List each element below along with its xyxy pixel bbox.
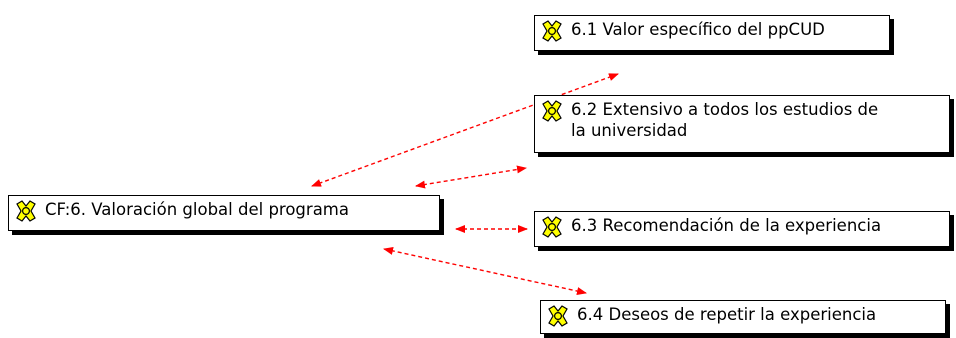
child-node-6-3[interactable]: 6.3 Recomendación de la experiencia — [534, 211, 950, 247]
child-node-6-4-label: 6.4 Deseos de repetir la experiencia — [577, 305, 877, 324]
code-family-icon — [548, 305, 568, 327]
child-node-6-1[interactable]: 6.1 Valor específico del ppCUD — [534, 15, 890, 51]
code-family-icon — [542, 100, 562, 122]
link-root-to-6-4 — [383, 247, 587, 295]
link-root-to-6-1 — [311, 73, 619, 187]
root-node-label: CF:6. Valoración global del programa — [45, 200, 349, 219]
code-family-icon — [16, 200, 36, 222]
child-node-6-3-label: 6.3 Recomendación de la experiencia — [571, 216, 882, 235]
child-node-6-1-label: 6.1 Valor específico del ppCUD — [571, 20, 825, 39]
code-family-icon — [542, 216, 562, 238]
child-node-6-2-label: 6.2 Extensivo a todos los estudios de la… — [571, 100, 879, 140]
link-root-to-6-2 — [415, 165, 527, 189]
child-node-6-2[interactable]: 6.2 Extensivo a todos los estudios de la… — [534, 95, 950, 153]
root-node-valoracion-global[interactable]: CF:6. Valoración global del programa — [8, 195, 440, 231]
code-family-icon — [542, 20, 562, 42]
child-node-6-4[interactable]: 6.4 Deseos de repetir la experiencia — [540, 300, 946, 334]
